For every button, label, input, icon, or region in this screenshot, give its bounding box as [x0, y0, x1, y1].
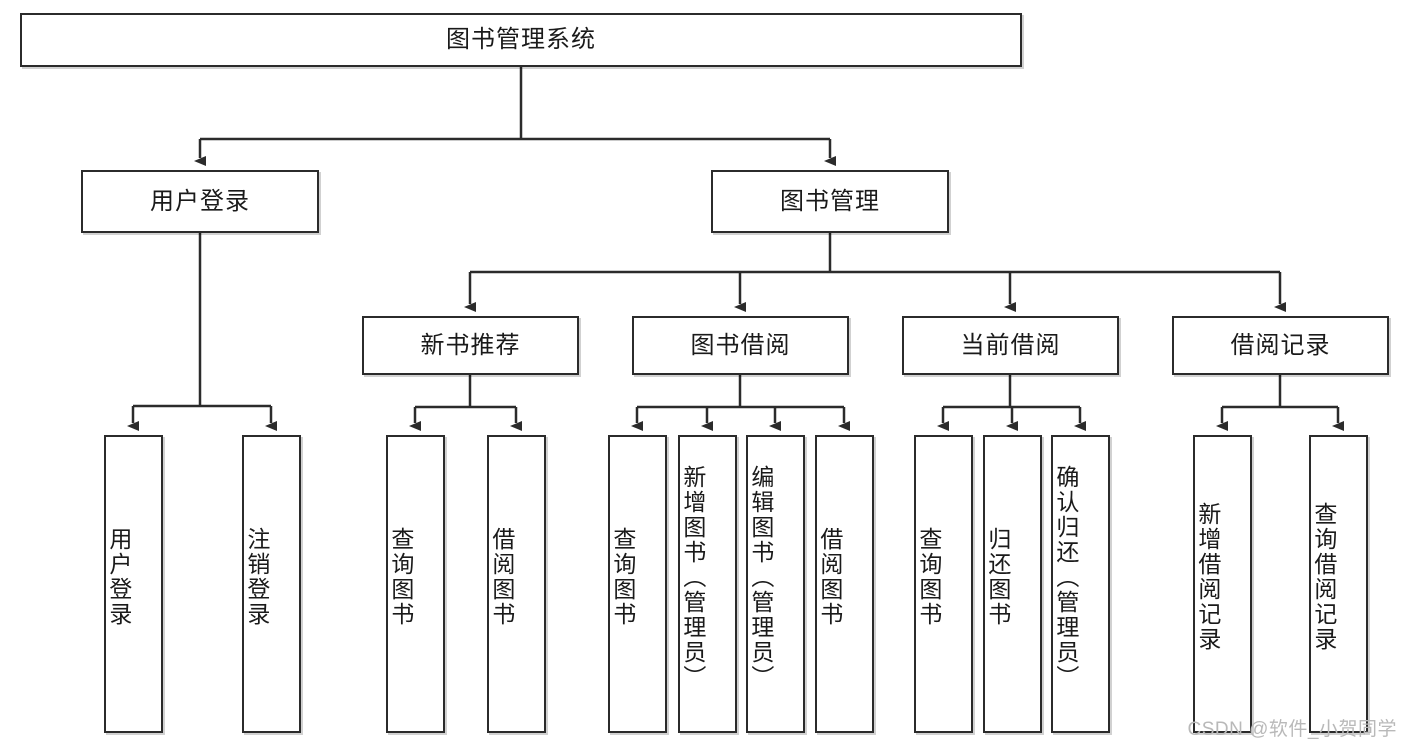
node-leaf-0[interactable]: 用户登录 — [104, 435, 163, 733]
node-level3-book-borrow[interactable]: 图书借阅 — [632, 316, 849, 375]
node-leaf-9-label: 归还图书 — [984, 527, 1011, 627]
node-root-label: 图书管理系统 — [446, 26, 596, 53]
node-leaf-7-label: 借阅图书 — [816, 527, 843, 627]
node-leaf-3[interactable]: 借阅图书 — [487, 435, 546, 733]
node-level3-current-borrow-label: 当前借阅 — [960, 331, 1061, 359]
node-leaf-1[interactable]: 注销登录 — [242, 435, 301, 733]
node-level2-book-management-label: 图书管理 — [780, 187, 880, 215]
node-leaf-2-label: 查询图书 — [387, 527, 414, 627]
node-leaf-11-label: 新增借阅记录 — [1194, 502, 1221, 652]
node-level3-new-book-recommend[interactable]: 新书推荐 — [362, 316, 579, 375]
node-leaf-3-label: 借阅图书 — [488, 527, 515, 627]
node-level3-borrow-record-label: 借阅记录 — [1230, 331, 1331, 359]
node-level2-user-login-label: 用户登录 — [150, 187, 250, 215]
csdn-watermark: CSDN @软件_小贺同学 — [1187, 719, 1397, 740]
node-level3-borrow-record[interactable]: 借阅记录 — [1172, 316, 1389, 375]
node-leaf-1-label: 注销登录 — [243, 527, 270, 627]
node-level2-book-management[interactable]: 图书管理 — [711, 170, 949, 233]
node-leaf-5-label: 新增图书（管理员） — [679, 464, 706, 690]
node-leaf-6[interactable]: 编辑图书（管理员） — [746, 435, 805, 733]
node-leaf-4[interactable]: 查询图书 — [608, 435, 667, 733]
node-leaf-7[interactable]: 借阅图书 — [815, 435, 874, 733]
node-leaf-4-label: 查询图书 — [609, 527, 636, 627]
node-level3-new-book-recommend-label: 新书推荐 — [420, 331, 521, 359]
node-leaf-12-label: 查询借阅记录 — [1310, 502, 1337, 652]
node-root[interactable]: 图书管理系统 — [20, 13, 1022, 67]
node-level2-user-login[interactable]: 用户登录 — [81, 170, 319, 233]
node-leaf-10-label: 确认归还（管理员） — [1052, 464, 1079, 690]
node-leaf-11[interactable]: 新增借阅记录 — [1193, 435, 1252, 733]
node-leaf-5[interactable]: 新增图书（管理员） — [678, 435, 737, 733]
node-level3-book-borrow-label: 图书借阅 — [690, 331, 791, 359]
node-leaf-9[interactable]: 归还图书 — [983, 435, 1042, 733]
node-leaf-10[interactable]: 确认归还（管理员） — [1051, 435, 1110, 733]
node-leaf-8-label: 查询图书 — [915, 527, 942, 627]
node-leaf-6-label: 编辑图书（管理员） — [747, 464, 774, 690]
node-leaf-12[interactable]: 查询借阅记录 — [1309, 435, 1368, 733]
node-level3-current-borrow[interactable]: 当前借阅 — [902, 316, 1119, 375]
node-leaf-2[interactable]: 查询图书 — [386, 435, 445, 733]
node-leaf-0-label: 用户登录 — [105, 527, 132, 627]
node-leaf-8[interactable]: 查询图书 — [914, 435, 973, 733]
